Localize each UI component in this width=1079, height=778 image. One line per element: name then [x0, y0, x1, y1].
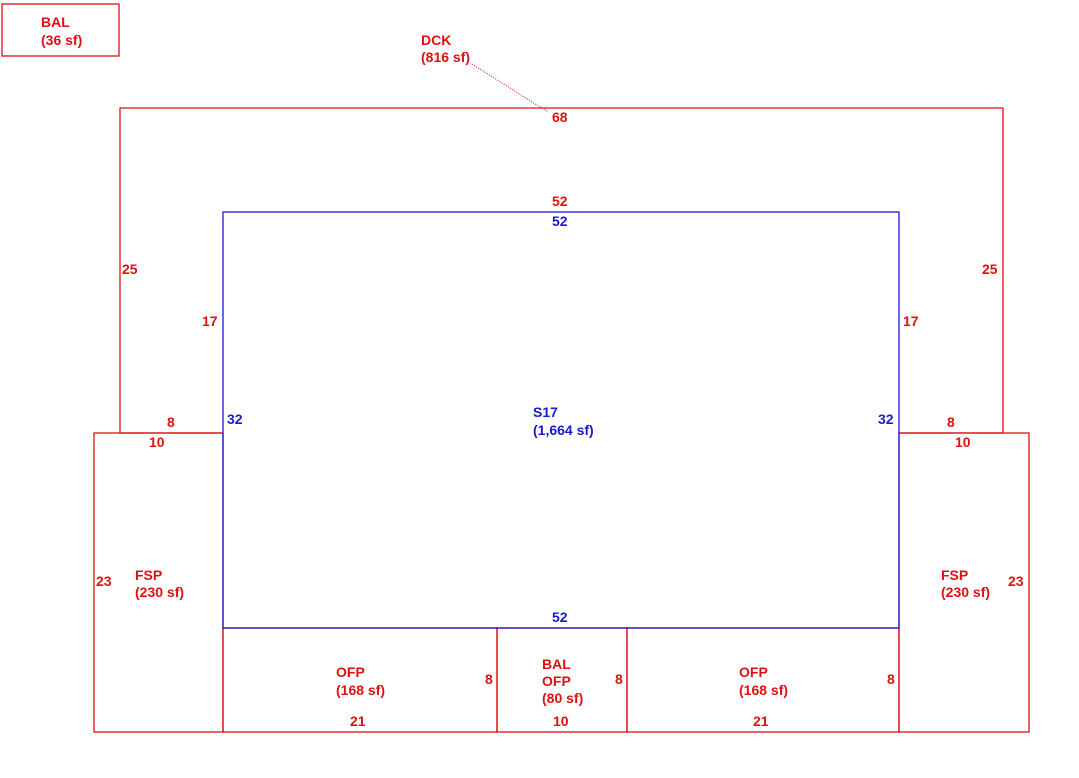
fsp-right-code: FSP	[941, 567, 968, 583]
dim-s17-top: 52	[552, 213, 568, 229]
dck-area: (816 sf)	[421, 49, 470, 65]
dim-fsp-right-top: 10	[955, 434, 971, 450]
dim-bal-ofp-bottom: 10	[553, 713, 569, 729]
bal-ofp-code2: OFP	[542, 673, 571, 689]
bal-ofp-area: (80 sf)	[542, 690, 583, 706]
dim-fsp-left-side: 23	[96, 573, 112, 589]
s17-code: S17	[533, 404, 558, 420]
dim-dck-left-step: 8	[167, 414, 175, 430]
dim-fsp-left-top: 10	[149, 434, 165, 450]
dim-dck-right: 25	[982, 261, 998, 277]
fsp-left-code: FSP	[135, 567, 162, 583]
dck-outline	[119, 107, 1004, 433]
dim-ofp-left-bottom: 21	[350, 713, 366, 729]
dck-leader	[471, 63, 549, 113]
bal-top-area: (36 sf)	[41, 32, 82, 48]
s17-area: (1,664 sf)	[533, 422, 594, 438]
ofp-right-code: OFP	[739, 664, 768, 680]
dim-s17-bottom: 52	[552, 609, 568, 625]
dim-dck-left-inner: 17	[202, 313, 218, 329]
dim-dck-left: 25	[122, 261, 138, 277]
dim-dck-inner: 52	[552, 193, 568, 209]
fsp-left-area: (230 sf)	[135, 584, 184, 600]
dim-dck-right-step: 8	[947, 414, 955, 430]
fsp-right-area: (230 sf)	[941, 584, 990, 600]
dim-s17-right: 32	[878, 411, 894, 427]
ofp-left-area: (168 sf)	[336, 682, 385, 698]
ofp-right-area: (168 sf)	[739, 682, 788, 698]
bal-top-code: BAL	[41, 14, 70, 30]
dim-s17-left: 32	[227, 411, 243, 427]
dck-code: DCK	[421, 32, 451, 48]
dim-dck-top: 68	[552, 109, 568, 125]
dim-bal-ofp-side: 8	[615, 671, 623, 687]
s17-outline	[222, 211, 900, 629]
bal-ofp-code1: BAL	[542, 656, 571, 672]
dim-ofp-right-bottom: 21	[753, 713, 769, 729]
dim-fsp-right-side: 23	[1008, 573, 1024, 589]
bal-box	[1, 3, 120, 57]
dim-dck-right-inner: 17	[903, 313, 919, 329]
ofp-left-code: OFP	[336, 664, 365, 680]
dim-ofp-right-side: 8	[887, 671, 895, 687]
dim-ofp-left-side: 8	[485, 671, 493, 687]
